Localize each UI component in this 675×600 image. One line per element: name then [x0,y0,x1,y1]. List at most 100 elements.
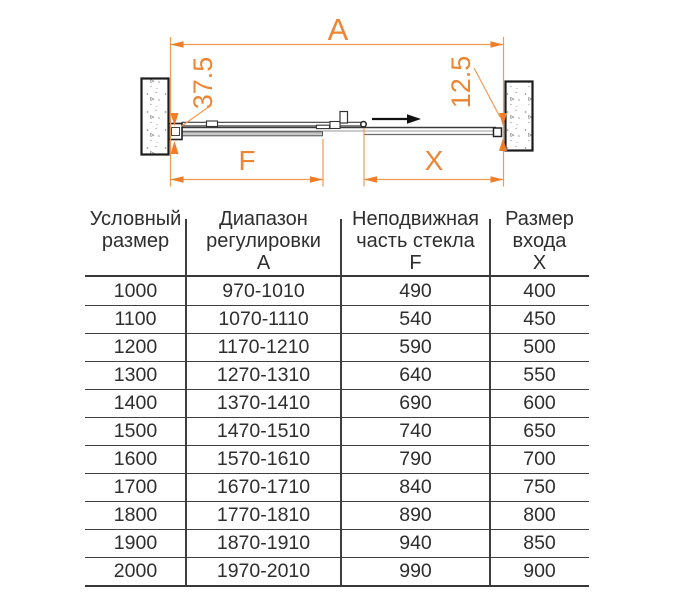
table-cell: 1170-1210 [217,336,310,358]
table-cell: 1000 [113,279,158,302]
table-cell: 750 [523,476,556,498]
table-body: 1000 970-1010 490 400 1100 1070-1110 540 450 120… [85,277,589,587]
col-header-fixed-glass-f: Неподвижная часть стекла F [341,208,490,275]
table-row: 1100 1070-1110 540 450 [85,305,589,333]
table-cell: 540 [399,308,432,330]
table-cell: 1570-1610 [216,448,311,470]
dimension-f [170,139,324,187]
dimension-a [169,37,505,187]
table-cell: 1070-1110 [218,308,309,330]
table-cell: 1470-1510 [216,420,311,442]
table-row: 1000 970-1010 490 400 [85,277,589,305]
header-line: входа [512,230,567,252]
table-cell: 900 [523,560,556,582]
table-cell: 740 [399,420,432,442]
header-line: Диапазон [219,208,308,230]
table-row: 1400 1370-1410 690 600 [85,389,589,417]
table-row: 1800 1770-1810 890 800 [85,501,589,529]
header-line: часть стекла [356,230,475,252]
table-cell: 1970-2010 [216,560,311,582]
dimension-x [363,128,504,187]
table-cell: 1870-1910 [216,532,311,554]
header-line: регулировки [206,230,321,252]
header-letter: А [256,252,271,274]
table-cell: 1700 [113,476,158,498]
header-line: Условный [89,208,182,230]
clamp-arrow-right-bottom [499,138,507,151]
table-cell: 1100 [114,308,157,330]
table-cell: 1500 [113,420,158,442]
dim-a-arrow-right [490,41,504,48]
dim-37-label: 37.5 [188,57,218,110]
table-cell: 990 [399,560,432,582]
table-cell: 970-1010 [222,279,305,302]
dim-x-arrow-left [364,176,377,183]
table-cell: 490 [399,279,432,302]
dim-12-label: 12.5 [446,56,476,109]
table-row: 2000 1970-2010 990 900 [85,557,589,585]
dim-a-label: A [328,12,349,47]
technical-drawing: A 37.5 12.5 F X [140,12,534,187]
table-cell: 1800 [113,504,158,526]
table-cell: 590 [399,336,432,358]
table-cell: 600 [523,392,556,414]
table-cell: 1670-1710 [216,476,311,498]
table-cell: 700 [523,448,556,470]
roller-carriage [329,120,341,130]
door-handle [339,110,349,124]
table-cell: 1300 [113,364,158,386]
table-cell: 1270-1310 [216,364,311,386]
dim-x-label: X [425,145,444,176]
table-cell: 690 [399,392,432,414]
table-cell: 1400 [113,392,158,414]
column-divider [489,219,491,585]
table-cell: 550 [523,364,556,386]
table-cell: 1200 [113,336,158,358]
direction-arrow-icon [372,114,421,124]
dim-x-arrow-right [490,176,504,183]
roller-clamp [315,124,331,130]
table-cell: 2000 [113,560,158,582]
table-cell: 400 [523,279,556,302]
header-line: Неподвижная [352,208,479,230]
col-header-adjustment-range-a: Диапазон регулировки А [186,208,341,275]
door-assembly [168,110,503,141]
header-line: Размер [505,208,574,230]
wall-left [140,77,170,156]
dim-f-label: F [238,145,255,176]
table-cell: 790 [399,448,432,470]
table-cell: 940 [399,532,432,554]
table-cell: 450 [523,308,556,330]
table-row: 1900 1870-1910 940 850 [85,529,589,557]
table-cell: 1600 [113,448,158,470]
column-divider [340,219,342,585]
door-knob [360,120,367,128]
table-cell: 850 [523,532,556,554]
col-header-entry-size-x: Размер входа Х [490,208,589,275]
table-cell: 1770-1810 [216,504,311,526]
table-cell: 890 [399,504,432,526]
table-row: 1200 1170-1210 590 500 [85,333,589,361]
table-cell: 500 [523,336,556,358]
wall-profile-left-insert [171,127,180,136]
col-header-nominal-size: Условный размер [85,208,186,275]
table-row: 1600 1570-1610 790 700 [85,445,589,473]
clamp-arrow-left-top [170,113,179,126]
dim-12-leader [473,67,501,118]
clamp-arrow-left-bottom [170,141,179,154]
dim-f-arrow-right [310,176,323,183]
table-cell: 1900 [113,532,158,554]
header-letter: F [409,252,422,274]
table-cell: 800 [523,504,556,526]
table-cell: 1370-1410 [216,392,311,414]
size-table: Условный размер Диапазон регулировки А Н… [85,205,589,587]
header-line: размер [101,230,170,252]
header-letter: Х [532,252,547,274]
table-cell: 840 [399,476,432,498]
roller-bracket [205,120,219,128]
fixed-glass-panel [169,131,323,137]
wall-right [504,80,534,152]
